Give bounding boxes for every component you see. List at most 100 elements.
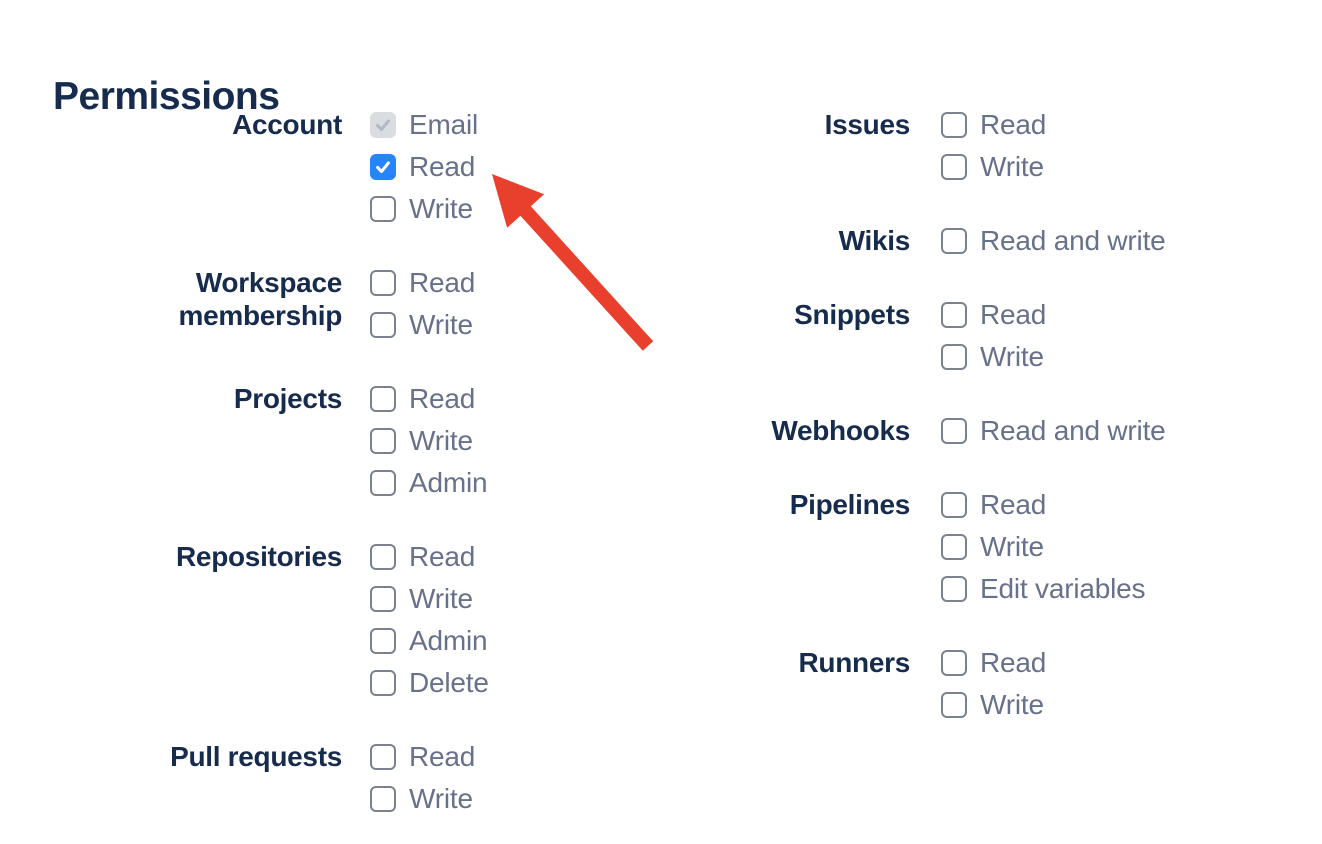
projects-read-checkbox[interactable] bbox=[370, 386, 396, 412]
option-workspace-membership-write[interactable]: Write bbox=[370, 304, 475, 346]
option-projects-admin[interactable]: Admin bbox=[370, 462, 488, 504]
group-label-snippets: Snippets bbox=[794, 299, 910, 330]
wikis-read-and-write-label: Read and write bbox=[980, 225, 1166, 256]
repositories-read-checkbox[interactable] bbox=[370, 544, 396, 570]
permission-group-pipelines: Pipelines Read Write Edit variables bbox=[750, 484, 1166, 610]
option-issues-read[interactable]: Read bbox=[941, 104, 1046, 146]
runners-write-checkbox[interactable] bbox=[941, 692, 967, 718]
option-snippets-read[interactable]: Read bbox=[941, 294, 1046, 336]
snippets-read-checkbox[interactable] bbox=[941, 302, 967, 328]
permission-group-pull-requests: Pull requests Read Write bbox=[162, 736, 489, 820]
workspace-membership-write-label: Write bbox=[409, 309, 473, 340]
option-account-write[interactable]: Write bbox=[370, 188, 478, 230]
snippets-read-label: Read bbox=[980, 299, 1047, 330]
option-projects-read[interactable]: Read bbox=[370, 378, 487, 420]
workspace-membership-read-checkbox[interactable] bbox=[370, 270, 396, 296]
option-repositories-read[interactable]: Read bbox=[370, 536, 489, 578]
pull-requests-read-checkbox[interactable] bbox=[370, 744, 396, 770]
runners-read-label: Read bbox=[980, 647, 1047, 678]
snippets-write-checkbox[interactable] bbox=[941, 344, 967, 370]
option-snippets-write[interactable]: Write bbox=[941, 336, 1046, 378]
checkbox-list: Read Write bbox=[370, 262, 475, 346]
account-read-checkbox[interactable] bbox=[370, 154, 396, 180]
repositories-write-checkbox[interactable] bbox=[370, 586, 396, 612]
option-pipelines-write[interactable]: Write bbox=[941, 526, 1145, 568]
projects-admin-checkbox[interactable] bbox=[370, 470, 396, 496]
account-write-label: Write bbox=[409, 193, 473, 224]
pull-requests-write-checkbox[interactable] bbox=[370, 786, 396, 812]
issues-write-checkbox[interactable] bbox=[941, 154, 967, 180]
issues-read-checkbox[interactable] bbox=[941, 112, 967, 138]
repositories-write-label: Write bbox=[409, 583, 473, 614]
option-pull-requests-read[interactable]: Read bbox=[370, 736, 475, 778]
account-email-checkbox bbox=[370, 112, 396, 138]
option-repositories-write[interactable]: Write bbox=[370, 578, 489, 620]
repositories-delete-checkbox[interactable] bbox=[370, 670, 396, 696]
option-workspace-membership-read[interactable]: Read bbox=[370, 262, 475, 304]
account-read-label: Read bbox=[409, 151, 476, 182]
checkmark-icon bbox=[376, 161, 390, 174]
permissions-column-right: Issues Read Write Wikis Read and write bbox=[750, 104, 1166, 726]
group-label-pipelines: Pipelines bbox=[789, 489, 911, 520]
checkmark-icon bbox=[376, 119, 390, 132]
projects-write-checkbox[interactable] bbox=[370, 428, 396, 454]
pipelines-write-checkbox[interactable] bbox=[941, 534, 967, 560]
permission-group-account: Account Email Read Write bbox=[162, 104, 489, 230]
option-wikis-read-and-write[interactable]: Read and write bbox=[941, 220, 1166, 262]
projects-read-label: Read bbox=[409, 383, 476, 414]
permission-group-workspace-membership: Workspace membership Read Write bbox=[162, 262, 489, 346]
pipelines-read-checkbox[interactable] bbox=[941, 492, 967, 518]
projects-write-label: Write bbox=[409, 425, 473, 456]
account-write-checkbox[interactable] bbox=[370, 196, 396, 222]
checkbox-list: Read Write bbox=[941, 642, 1046, 726]
issues-read-label: Read bbox=[980, 109, 1047, 140]
group-label-wikis: Wikis bbox=[838, 225, 911, 256]
option-issues-write[interactable]: Write bbox=[941, 146, 1046, 188]
checkbox-list: Read Write Edit variables bbox=[941, 484, 1145, 610]
group-label-repositories: Repositories bbox=[176, 541, 342, 572]
webhooks-read-and-write-label: Read and write bbox=[980, 415, 1166, 446]
pipelines-write-label: Write bbox=[980, 531, 1044, 562]
permission-group-runners: Runners Read Write bbox=[750, 642, 1166, 726]
option-account-read[interactable]: Read bbox=[370, 146, 478, 188]
checkbox-list: Read Write bbox=[941, 294, 1046, 378]
option-repositories-delete[interactable]: Delete bbox=[370, 662, 489, 704]
page-title: Permissions bbox=[53, 75, 280, 119]
option-runners-read[interactable]: Read bbox=[941, 642, 1046, 684]
repositories-read-label: Read bbox=[409, 541, 476, 572]
runners-read-checkbox[interactable] bbox=[941, 650, 967, 676]
checkbox-list: Read Write bbox=[941, 104, 1046, 188]
pull-requests-read-label: Read bbox=[409, 741, 476, 772]
pipelines-edit-variables-label: Edit variables bbox=[980, 573, 1146, 604]
option-runners-write[interactable]: Write bbox=[941, 684, 1046, 726]
option-repositories-admin[interactable]: Admin bbox=[370, 620, 489, 662]
permission-group-projects: Projects Read Write Admin bbox=[162, 378, 489, 504]
checkbox-list: Read Write Admin bbox=[370, 378, 488, 504]
group-label-workspace-membership: Workspace membership bbox=[178, 267, 343, 331]
workspace-membership-write-checkbox[interactable] bbox=[370, 312, 396, 338]
option-pipelines-read[interactable]: Read bbox=[941, 484, 1145, 526]
webhooks-read-and-write-checkbox[interactable] bbox=[941, 418, 967, 444]
repositories-admin-checkbox[interactable] bbox=[370, 628, 396, 654]
repositories-admin-label: Admin bbox=[409, 625, 488, 656]
group-label-projects: Projects bbox=[233, 383, 342, 414]
group-label-webhooks: Webhooks bbox=[771, 415, 910, 446]
runners-write-label: Write bbox=[980, 689, 1044, 720]
workspace-membership-read-label: Read bbox=[409, 267, 476, 298]
group-label-pull-requests: Pull requests bbox=[170, 741, 342, 772]
pipelines-read-label: Read bbox=[980, 489, 1047, 520]
checkbox-list: Read Write bbox=[370, 736, 475, 820]
option-pull-requests-write[interactable]: Write bbox=[370, 778, 475, 820]
permission-group-issues: Issues Read Write bbox=[750, 104, 1166, 188]
option-pipelines-edit-variables[interactable]: Edit variables bbox=[941, 568, 1145, 610]
checkbox-list: Email Read Write bbox=[370, 104, 478, 230]
wikis-read-and-write-checkbox[interactable] bbox=[941, 228, 967, 254]
group-label-account: Account bbox=[232, 109, 342, 140]
red-arrow-annotation bbox=[492, 174, 654, 351]
option-projects-write[interactable]: Write bbox=[370, 420, 487, 462]
pipelines-edit-variables-checkbox[interactable] bbox=[941, 576, 967, 602]
permission-group-wikis: Wikis Read and write bbox=[750, 220, 1166, 262]
projects-admin-label: Admin bbox=[409, 467, 488, 498]
option-webhooks-read-and-write[interactable]: Read and write bbox=[941, 410, 1166, 452]
